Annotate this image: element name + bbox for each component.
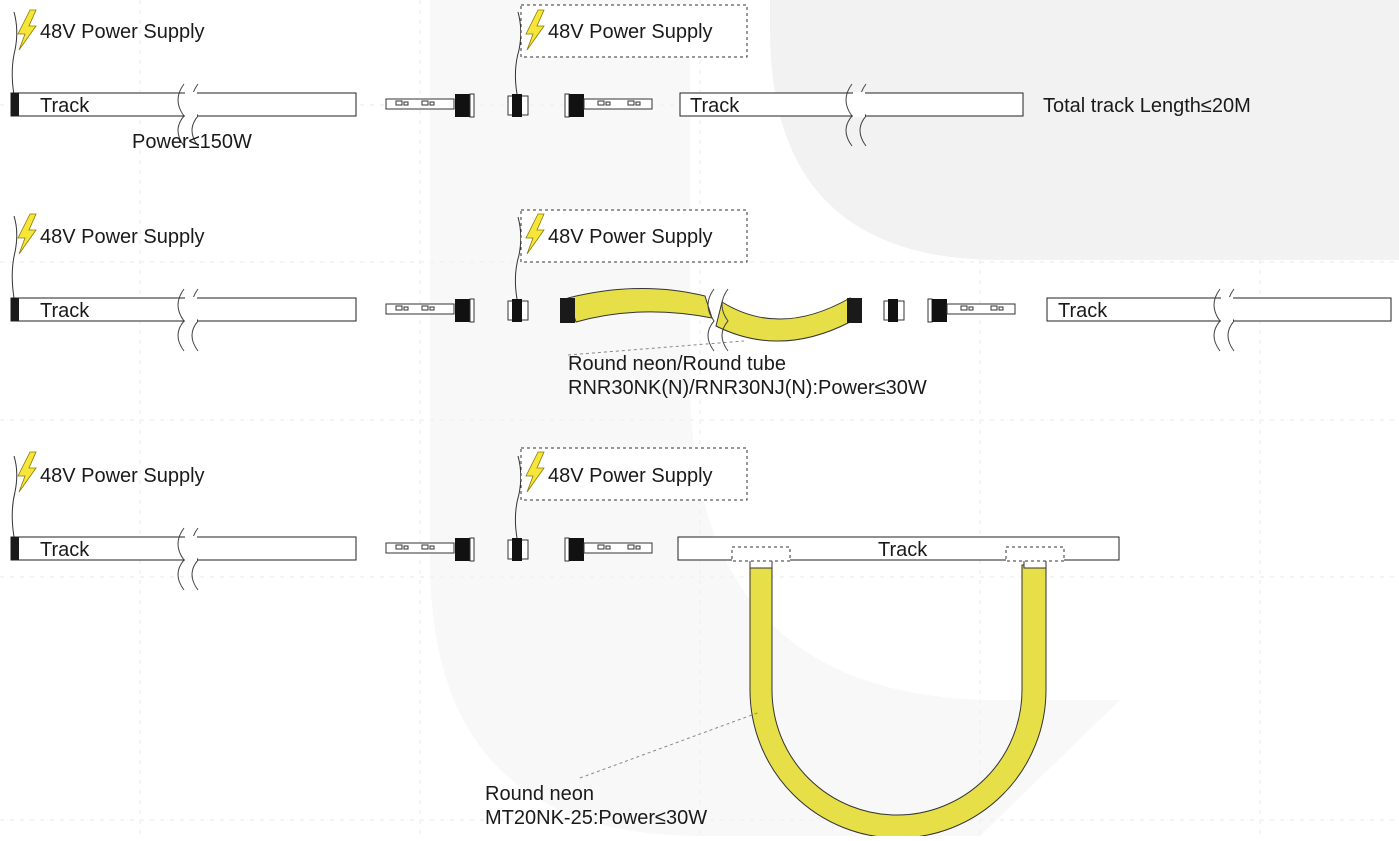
row-1: 48V Power Supply Track Power≤150W: [10, 4, 1251, 153]
lightning-bolt-icon: [17, 213, 37, 255]
power-supply-left: 48V Power Supply: [11, 9, 205, 96]
power-note: Power≤150W: [132, 131, 252, 153]
track-b: Track: [677, 536, 1120, 562]
track-b: Track: [679, 83, 1024, 147]
track-label: Track: [1058, 300, 1108, 322]
row-3: 48V Power Supply Track: [10, 447, 1120, 839]
callout-arrow: [579, 711, 761, 779]
lightning-bolt-icon: [525, 9, 545, 51]
neon-spec: MT20NK-25:Power≤30W: [485, 807, 707, 829]
neon-spec: RNR30NK(N)/RNR30NJ(N):Power≤30W: [568, 377, 927, 399]
power-supply-mid: 48V Power Supply: [520, 4, 748, 58]
track-label: Track: [40, 300, 90, 322]
track-a: Track: [10, 83, 357, 147]
psu-label: 48V Power Supply: [548, 226, 713, 248]
power-supply-mid: 48V Power Supply: [520, 209, 748, 263]
track-a: Track: [10, 288, 357, 352]
lightning-bolt-icon: [17, 451, 37, 493]
track-a: Track: [10, 527, 357, 591]
lightning-bolt-icon: [525, 451, 545, 493]
psu-label: 48V Power Supply: [548, 21, 713, 43]
neon-name: Round neon/Round tube: [568, 353, 786, 375]
power-supply-mid: 48V Power Supply: [520, 447, 748, 501]
neon-name: Round neon: [485, 783, 594, 805]
track-label: Track: [40, 95, 90, 117]
track-b: Track: [1046, 288, 1392, 352]
track-label: Track: [878, 539, 928, 561]
total-length-note: Total track Length≤20M: [1043, 95, 1251, 117]
track-label: Track: [690, 95, 740, 117]
connector-set: [385, 11, 653, 118]
connector-set-right: [883, 298, 1016, 323]
watermark-logo: [430, 0, 1399, 836]
psu-label: 48V Power Supply: [40, 21, 205, 43]
track-label: Track: [40, 539, 90, 561]
connector-set: [385, 216, 529, 323]
connector-set: [385, 455, 653, 562]
round-neon-wavy: [560, 288, 862, 352]
psu-label: 48V Power Supply: [40, 226, 205, 248]
lightning-bolt-icon: [17, 9, 37, 51]
psu-label: 48V Power Supply: [40, 465, 205, 487]
power-supply-left: 48V Power Supply: [11, 451, 205, 538]
row-2: 48V Power Supply Track 48V Power Supply: [10, 209, 1392, 399]
psu-label: 48V Power Supply: [548, 465, 713, 487]
lightning-bolt-icon: [525, 213, 545, 255]
power-supply-left: 48V Power Supply: [11, 213, 205, 299]
